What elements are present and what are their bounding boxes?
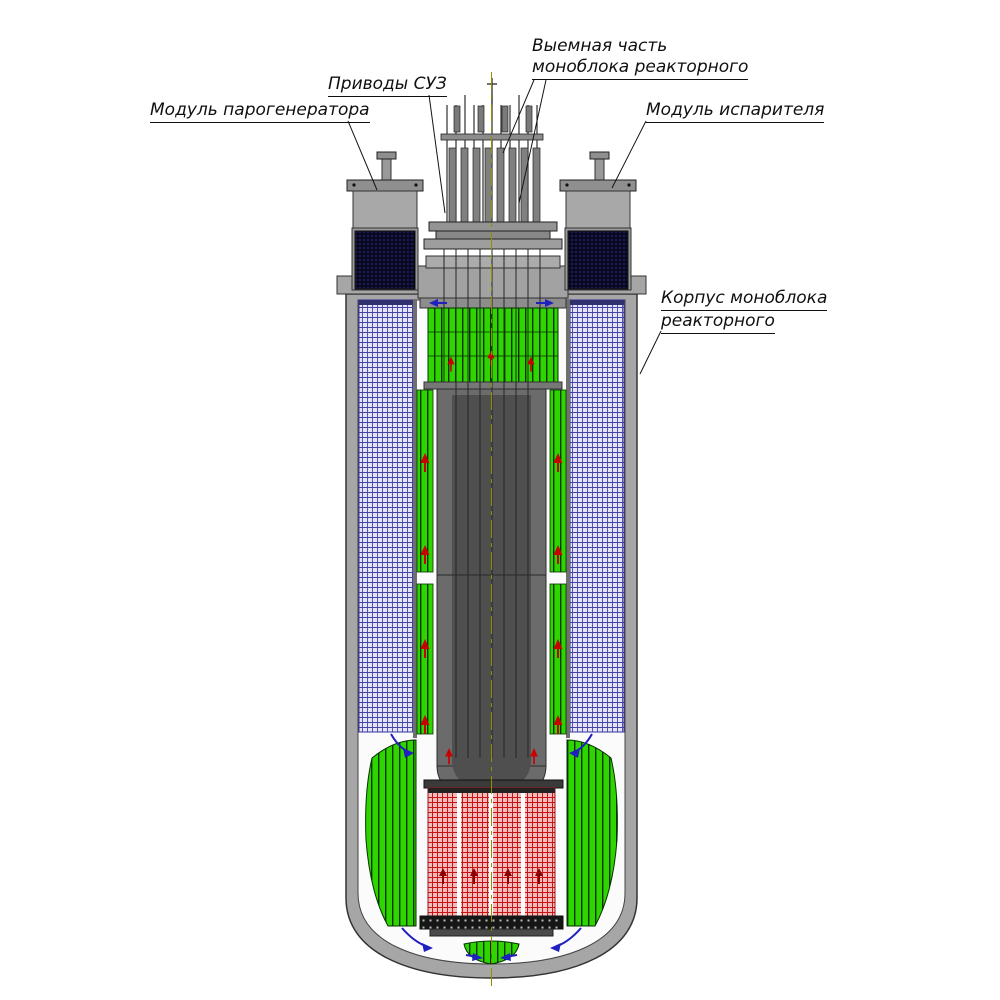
green-shield-panels [365,297,618,965]
label-vessel-line2: реакторного [661,311,775,334]
label-cps-drives: Приводы СУЗ [328,74,447,97]
cold-flow-arrows [390,299,593,961]
label-vessel-line1: Корпус моноблока [661,288,828,311]
leader-lines [347,79,662,375]
steam-generator-module [346,151,424,291]
label-removable-part-line1: Выемная часть [532,36,668,56]
evaporator-module [559,151,637,291]
label-vessel: Корпус моноблока реакторного [661,288,828,334]
label-steam-generator-module: Модуль парогенератора [150,100,370,123]
sg-tube-bundles [358,299,625,738]
label-removable-part: Выемная часть моноблока реакторного [532,36,749,80]
label-evaporator-module: Модуль испарителя [646,100,825,123]
label-removable-part-line2: моноблока реакторного [532,57,749,77]
